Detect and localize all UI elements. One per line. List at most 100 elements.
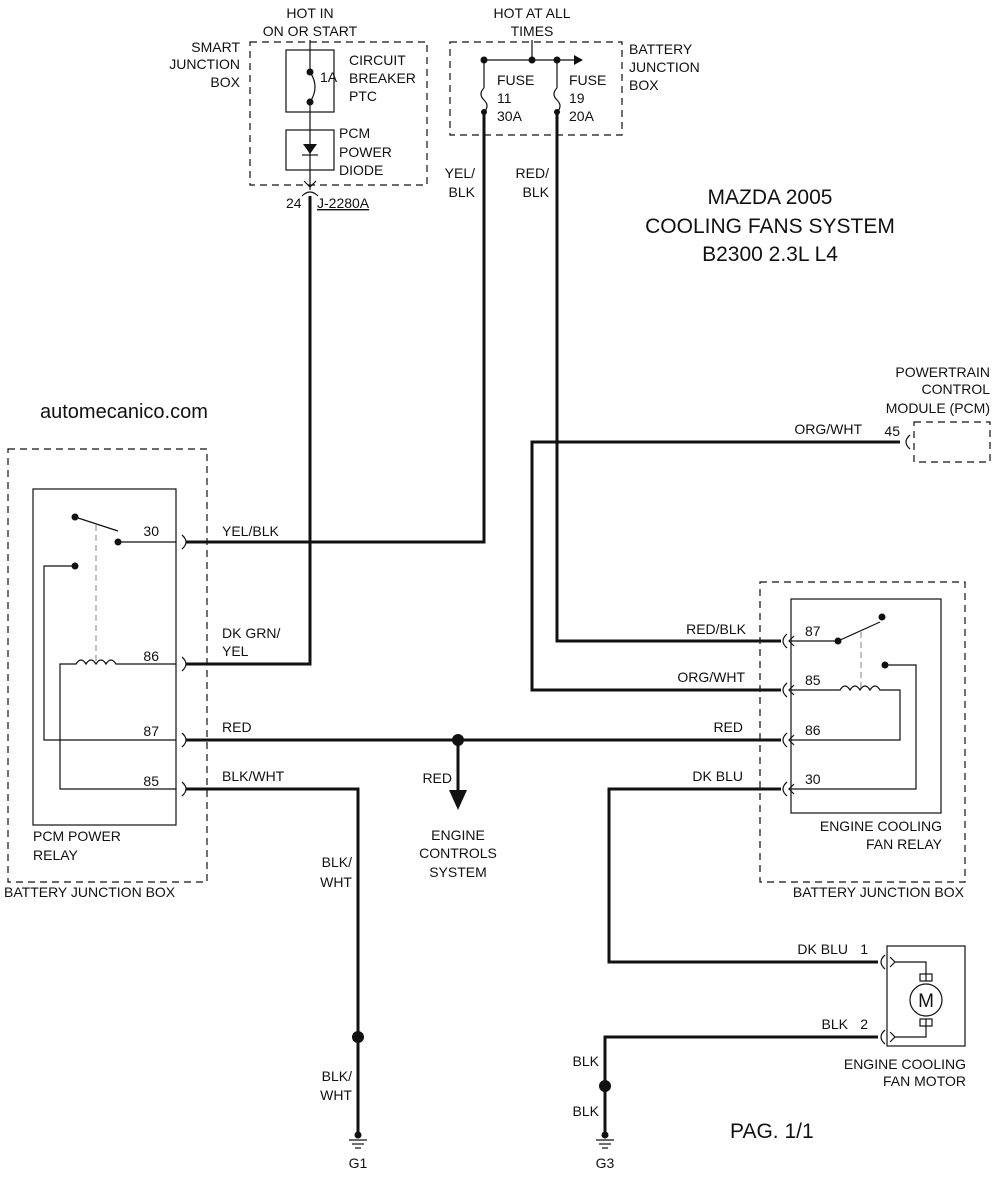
wire-label-blk-wht: BLK/WHT xyxy=(222,768,285,784)
diode-label-3: DIODE xyxy=(339,162,383,178)
diode-label-1: PCM xyxy=(339,125,370,141)
wire-red-blk xyxy=(555,113,781,643)
fuse-a-label-1: FUSE xyxy=(497,72,534,88)
engine-controls-label-2: CONTROLS xyxy=(419,845,497,861)
pcm-relay-outline xyxy=(32,488,177,826)
wire-label-red-blk: RED/BLK xyxy=(686,621,747,637)
smart-junction-box: SMART JUNCTION BOX HOT IN ON OR START 1A… xyxy=(169,5,428,211)
splice-g1 xyxy=(352,1031,364,1043)
wire-dk-blu xyxy=(607,787,878,964)
smart-pin: 24 xyxy=(286,195,302,211)
watermark: automecanico.com xyxy=(40,401,208,423)
diode-icon xyxy=(303,144,317,154)
motor-icon xyxy=(909,983,943,1017)
fan-motor-outline xyxy=(886,945,966,1047)
diagram-title: MAZDA 2005 COOLING FANS SYSTEM B2300 2.3… xyxy=(645,186,895,266)
title-model: B2300 2.3L L4 xyxy=(702,243,838,266)
fan-relay-pin-87-connector xyxy=(782,633,788,649)
engine-controls-system: ENGINE CONTROLS SYSTEM xyxy=(419,827,497,880)
wire-label-dk-grn-1: DK GRN/ xyxy=(222,625,280,641)
smart-supply-label-2: ON OR START xyxy=(263,23,358,39)
fan-relay-coil-icon xyxy=(791,685,901,741)
wire-yel-blk xyxy=(186,113,486,544)
hot-all-times-label-1: HOT AT ALL xyxy=(493,5,570,21)
breaker-label-3: PTC xyxy=(349,88,377,104)
fan-motor-pin-2: 2 xyxy=(860,1016,868,1032)
title-system: COOLING FANS SYSTEM xyxy=(645,215,895,238)
ground-g3: G3 xyxy=(596,1131,615,1171)
fuse-19-icon xyxy=(553,87,561,113)
ground-g1-label: G1 xyxy=(349,1155,368,1171)
fuse-b-label-1: FUSE xyxy=(569,72,606,88)
wire-label-blk-motor: BLK xyxy=(822,1016,849,1032)
pcm-relay-switch-icon xyxy=(74,516,119,532)
fuse-b-label-3: 20A xyxy=(569,108,595,124)
engine-cooling-fan-motor: M 1 2 ENGINE COOLING FAN MOTOR xyxy=(844,941,966,1089)
smart-junction-box-label-1: SMART xyxy=(191,39,240,55)
wire-labels: YEL/ BLK RED/ BLK YEL/BLK DK GRN/ YEL RE… xyxy=(222,165,862,1119)
wire-label-blk-wht-v1b: WHT xyxy=(320,874,352,890)
bus-arrow-icon xyxy=(574,55,583,65)
pcm-relay-pin-86: 86 xyxy=(143,648,159,664)
wire-label-red-left: RED xyxy=(222,719,252,735)
pcm-outline xyxy=(913,421,991,463)
fan-motor-pin-1-connector xyxy=(880,954,886,970)
wire-label-yel-blk: YEL/BLK xyxy=(222,523,279,539)
wire-label-red-down: RED xyxy=(422,770,452,786)
fan-relay-label-1: ENGINE COOLING xyxy=(820,818,942,834)
wire-label-blk-v2: BLK xyxy=(573,1103,600,1119)
wire-org-wht xyxy=(530,440,900,692)
engine-controls-label-3: SYSTEM xyxy=(429,864,487,880)
pcm-relay-pin-87-connector xyxy=(181,732,187,748)
smart-junction-box-label-2: JUNCTION xyxy=(169,56,240,72)
pcm-relay-pin-86-connector xyxy=(181,656,187,672)
wire-label-red-blk-v1: RED/ xyxy=(516,165,550,181)
splice-g3 xyxy=(599,1080,611,1092)
battery-junction-box-top-outline xyxy=(449,41,623,136)
fuse-b-label-2: 19 xyxy=(569,90,585,106)
powertrain-control-module: POWERTRAIN CONTROL MODULE (PCM) 45 xyxy=(884,364,991,463)
engine-cooling-fan-relay: 87 85 86 30 ENGINE COOLING FAN RELAY BAT… xyxy=(759,581,966,900)
battery-junction-top-label-2: JUNCTION xyxy=(629,59,700,75)
wire-label-blk-wht-v2a: BLK/ xyxy=(322,1068,352,1084)
breaker-rating: 1A xyxy=(320,69,338,85)
battery-junction-top-label-1: BATTERY xyxy=(629,41,693,57)
wire-label-yel-blk-v1: YEL/ xyxy=(445,165,475,181)
pcm-pin-45: 45 xyxy=(884,423,900,439)
battery-junction-box-top: HOT AT ALL TIMES BATTERY JUNCTION BOX FU… xyxy=(449,5,700,136)
wiring xyxy=(186,113,900,1135)
wire-label-dk-blu-motor: DK BLU xyxy=(797,941,848,957)
ground-g3-label: G3 xyxy=(596,1155,615,1171)
fuse-11-icon xyxy=(480,87,488,113)
pcm-power-relay: 30 86 87 85 PCM POWER RELAY BATTERY JUNC… xyxy=(4,448,208,900)
ground-g1: G1 xyxy=(349,1131,368,1171)
motor-symbol: M xyxy=(918,991,934,1012)
fan-motor-pin-1: 1 xyxy=(860,941,868,957)
smart-junction-box-outline xyxy=(249,41,428,186)
fan-relay-pin-30: 30 xyxy=(805,771,821,787)
smart-supply-label-1: HOT IN xyxy=(286,5,333,21)
diode-label-2: POWER xyxy=(339,144,392,160)
pcm-relay-box-label: BATTERY JUNCTION BOX xyxy=(4,884,176,900)
pcm-relay-pin-30-connector xyxy=(181,534,187,550)
fan-relay-pin-87: 87 xyxy=(805,623,821,639)
engine-controls-arrow-icon xyxy=(449,790,467,810)
pcm-relay-pin-87: 87 xyxy=(143,723,159,739)
battery-junction-box-left-outline xyxy=(7,448,208,883)
pcm-label-1: POWERTRAIN xyxy=(895,364,990,380)
fan-relay-pin-30-connector xyxy=(782,781,788,797)
wire-label-dk-blu-relay: DK BLU xyxy=(692,768,743,784)
wire-label-org-wht: ORG/WHT xyxy=(677,669,745,685)
wire-label-blk-v1: BLK xyxy=(573,1053,600,1069)
wire-dk-grn-yel xyxy=(186,196,312,666)
fan-relay-label-2: FAN RELAY xyxy=(866,836,943,852)
connector-cup-icon xyxy=(301,191,319,197)
wire-label-red-right: RED xyxy=(713,719,743,735)
fan-relay-switch-icon xyxy=(837,621,881,642)
fan-relay-box-label: BATTERY JUNCTION BOX xyxy=(793,884,965,900)
battery-junction-top-label-3: BOX xyxy=(629,77,659,93)
smart-connector: J-2280A xyxy=(317,195,370,211)
wire-label-dk-grn-2: YEL xyxy=(222,643,249,659)
page-label: PAG. 1/1 xyxy=(730,1120,814,1143)
